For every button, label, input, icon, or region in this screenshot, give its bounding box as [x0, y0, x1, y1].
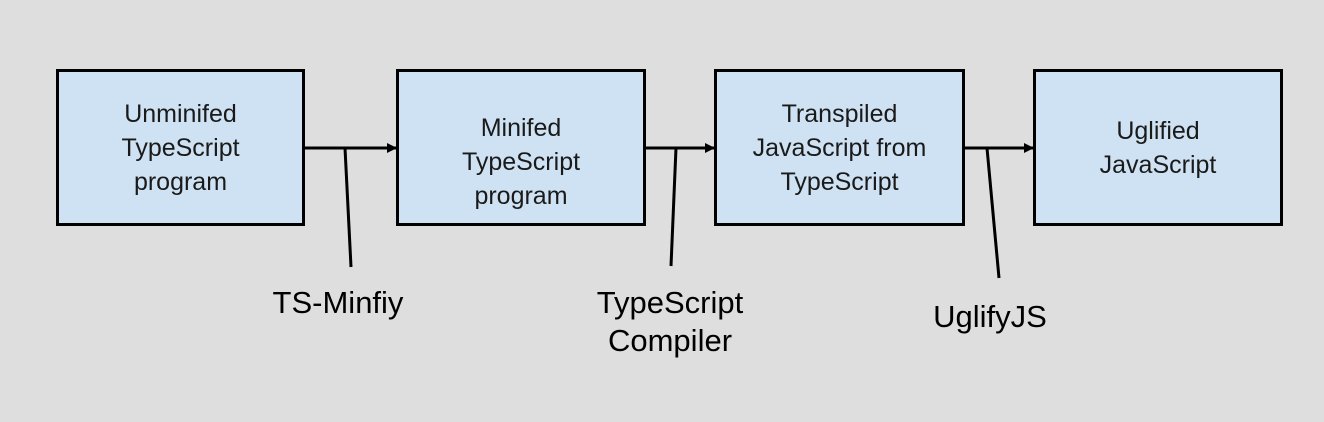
- node-unminified-typescript-program: Unminifed TypeScript program: [56, 69, 305, 226]
- node-label: Unminifed TypeScript program: [121, 99, 240, 196]
- node-transpiled-javascript: Transpiled JavaScript from TypeScript: [714, 69, 965, 226]
- edge-typescript-compiler: [645, 143, 715, 267]
- node-uglified-javascript: Uglified JavaScript: [1033, 69, 1283, 226]
- tool-leader-line-3: [985, 147, 1001, 279]
- node-label: Uglified JavaScript: [1099, 116, 1217, 179]
- edge-uglifyjs: [964, 143, 1034, 279]
- edge-ts-minify: [304, 143, 397, 268]
- node-minified-typescript-program: Minifed TypeScript program: [396, 69, 646, 226]
- tool-leader-line-1: [343, 147, 353, 268]
- tool-label-typescript-compiler: TypeScript Compiler: [596, 285, 744, 358]
- tool-label-ts-minify: TS-Minfiy: [272, 285, 404, 320]
- tool-leader-line-2: [669, 147, 678, 267]
- node-label: Transpiled JavaScript from TypeScript: [752, 99, 927, 196]
- tool-label-uglifyjs: UglifyJS: [933, 299, 1047, 334]
- node-label: Minifed TypeScript program: [461, 113, 581, 210]
